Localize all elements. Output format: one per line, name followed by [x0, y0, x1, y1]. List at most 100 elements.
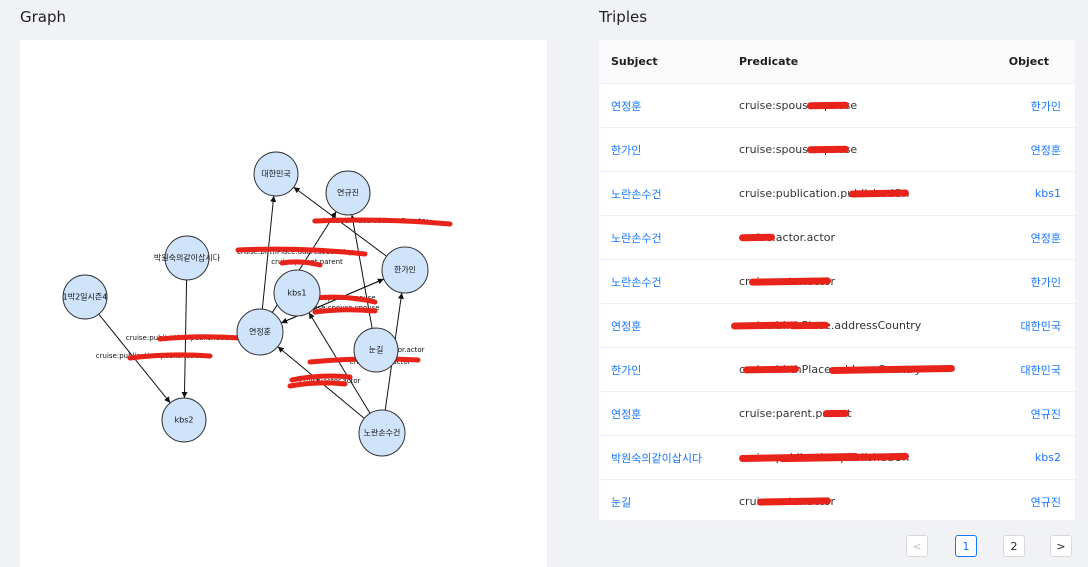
node-label: 박원숙의같이삽시다: [154, 253, 221, 263]
object-cell: 대한민국: [979, 347, 1075, 392]
table-row[interactable]: 노란손수건 cruise:publication.publishedOn kbs1: [599, 171, 1075, 216]
object-cell: 한가인: [979, 259, 1075, 304]
edge-line: [261, 195, 277, 310]
subject-cell: 연정훈: [599, 83, 727, 128]
graph-node[interactable]: 연규진: [325, 170, 371, 216]
object-cell: 연규진: [979, 391, 1075, 436]
object-link[interactable]: 연규진: [1030, 407, 1061, 421]
page-2-button[interactable]: 2: [1003, 535, 1025, 557]
redaction-mark: [312, 307, 378, 315]
predicate-text: cruise:spouse.spouse: [739, 99, 857, 112]
redaction-mark: [788, 321, 830, 330]
object-link[interactable]: 연규진: [1030, 495, 1061, 509]
node-label: 눈길: [369, 346, 384, 355]
redaction-mark: [742, 365, 800, 374]
subject-cell: 노란손수건: [599, 259, 727, 304]
graph-node[interactable]: 박원숙의같이삽시다: [154, 235, 221, 281]
predicate-text: cruise:birthPlace.addressCountry: [739, 363, 956, 376]
next-page-button[interactable]: >: [1050, 535, 1072, 557]
column-header-object[interactable]: Object: [979, 40, 1075, 84]
table-row[interactable]: 박원숙의같이삽시다 cruise:publication.publishedOn k…: [599, 435, 1075, 480]
subject-cell: 눈길: [599, 479, 727, 524]
node-circle: [353, 327, 399, 373]
object-link[interactable]: kbs2: [1034, 451, 1061, 464]
graph-node[interactable]: kbs1: [273, 269, 321, 317]
predicate-cell: cruise:actor.actor: [727, 479, 980, 524]
predicate-text: cruise:actor.actor: [739, 275, 835, 288]
edge-line: [308, 312, 371, 414]
table-row[interactable]: 연정훈 cruise:spouse.spouse 한가인: [599, 83, 1075, 128]
redaction-mark: [822, 409, 850, 418]
object-link[interactable]: 연정훈: [1030, 143, 1061, 157]
object-link[interactable]: 대한민국: [1020, 363, 1061, 377]
table-row[interactable]: 노란손수건 cruise:actor.actor 한가인: [599, 259, 1075, 304]
object-link[interactable]: 한가인: [1030, 99, 1061, 113]
redaction-mark: [848, 189, 910, 198]
graph-node[interactable]: 한가인: [381, 246, 429, 294]
subject-link[interactable]: 노란손수건: [611, 187, 662, 201]
predicate-cell: cruise:spouse.spouse: [727, 83, 980, 128]
graph-node[interactable]: 노란손수건: [358, 409, 406, 457]
table-row[interactable]: 눈길 cruise:actor.actor 연규진: [599, 479, 1075, 524]
predicate-cell: cruise:birthPlace.addressCountry: [727, 303, 980, 348]
object-cell: 연규진: [979, 479, 1075, 524]
node-label: kbs1: [288, 289, 307, 298]
redaction-mark: [287, 380, 348, 389]
object-cell: 연정훈: [979, 215, 1075, 260]
table-row[interactable]: 한가인 cruise:birthPlace.addressCountry 대한민국: [599, 347, 1075, 392]
prev-page-button[interactable]: <: [906, 535, 928, 557]
subject-cell: 한가인: [599, 127, 727, 172]
predicate-cell: cruise:actor.actor: [727, 259, 980, 304]
graph-node[interactable]: 눈길: [353, 327, 399, 373]
node-label: 한가인: [394, 265, 416, 275]
object-link[interactable]: 대한민국: [1020, 319, 1061, 333]
object-link[interactable]: kbs1: [1034, 187, 1061, 200]
table-row[interactable]: 연정훈 cruise:parent.parent 연규진: [599, 391, 1075, 436]
node-circle: [253, 151, 299, 197]
predicate-cell: cruise:publication.publishedOn: [727, 171, 980, 216]
object-cell: kbs1: [979, 171, 1075, 216]
column-header-subject[interactable]: Subject: [599, 40, 727, 84]
graph-panel-title: Graph: [20, 8, 67, 26]
predicate-text: cruise:publication.publishedOn: [738, 451, 909, 464]
subject-link[interactable]: 노란손수건: [611, 275, 662, 289]
predicate-cell: cruise:parent.parent: [727, 391, 980, 436]
triples-table-card: Subject Predicate Object 연정훈 cruise:spous…: [599, 40, 1075, 524]
triples-table: Subject Predicate Object 연정훈 cruise:spous…: [599, 40, 1075, 524]
graph-edge[interactable]: [308, 312, 371, 414]
redaction-mark: [806, 101, 850, 110]
table-header-row: Subject Predicate Object: [599, 40, 1075, 84]
subject-link[interactable]: 눈길: [611, 495, 632, 509]
graph-node[interactable]: 연정훈: [236, 308, 284, 356]
subject-link[interactable]: 연정훈: [611, 407, 642, 421]
page-1-button[interactable]: 1: [955, 535, 977, 557]
edge-label: cruise:birthPlace.addressCountry: [237, 248, 353, 256]
predicate-text: cruise:parent.parent: [739, 407, 851, 420]
object-cell: 한가인: [979, 83, 1075, 128]
table-row[interactable]: 연정훈 cruise:birthPlace.addressCountry 대한민국: [599, 303, 1075, 348]
node-label: 연정훈: [249, 327, 271, 337]
graph-node[interactable]: 대한민국: [253, 151, 299, 197]
subject-link[interactable]: 박원숙의같이삽시다: [611, 451, 703, 465]
object-link[interactable]: 연정훈: [1030, 231, 1061, 245]
object-link[interactable]: 한가인: [1030, 275, 1061, 289]
subject-link[interactable]: 한가인: [611, 363, 642, 377]
graph-edge[interactable]: [261, 195, 277, 310]
graph-node[interactable]: kbs2: [161, 397, 207, 443]
subject-cell: 한가인: [599, 347, 727, 392]
subject-cell: 노란손수건: [599, 215, 727, 260]
subject-link[interactable]: 노란손수건: [611, 231, 662, 245]
redaction-mark: [738, 233, 776, 242]
subject-link[interactable]: 연정훈: [611, 319, 642, 333]
subject-link[interactable]: 한가인: [611, 143, 642, 157]
graph-node[interactable]: 1박2일시즌4: [62, 274, 108, 320]
graph-svg[interactable]: cruise:birthPlace.addressCountrycruise:b…: [20, 40, 547, 567]
column-header-predicate[interactable]: Predicate: [727, 40, 980, 84]
subject-link[interactable]: 연정훈: [611, 99, 642, 113]
redaction-mark: [157, 334, 243, 342]
subject-cell: 연정훈: [599, 391, 727, 436]
object-cell: 대한민국: [979, 303, 1075, 348]
